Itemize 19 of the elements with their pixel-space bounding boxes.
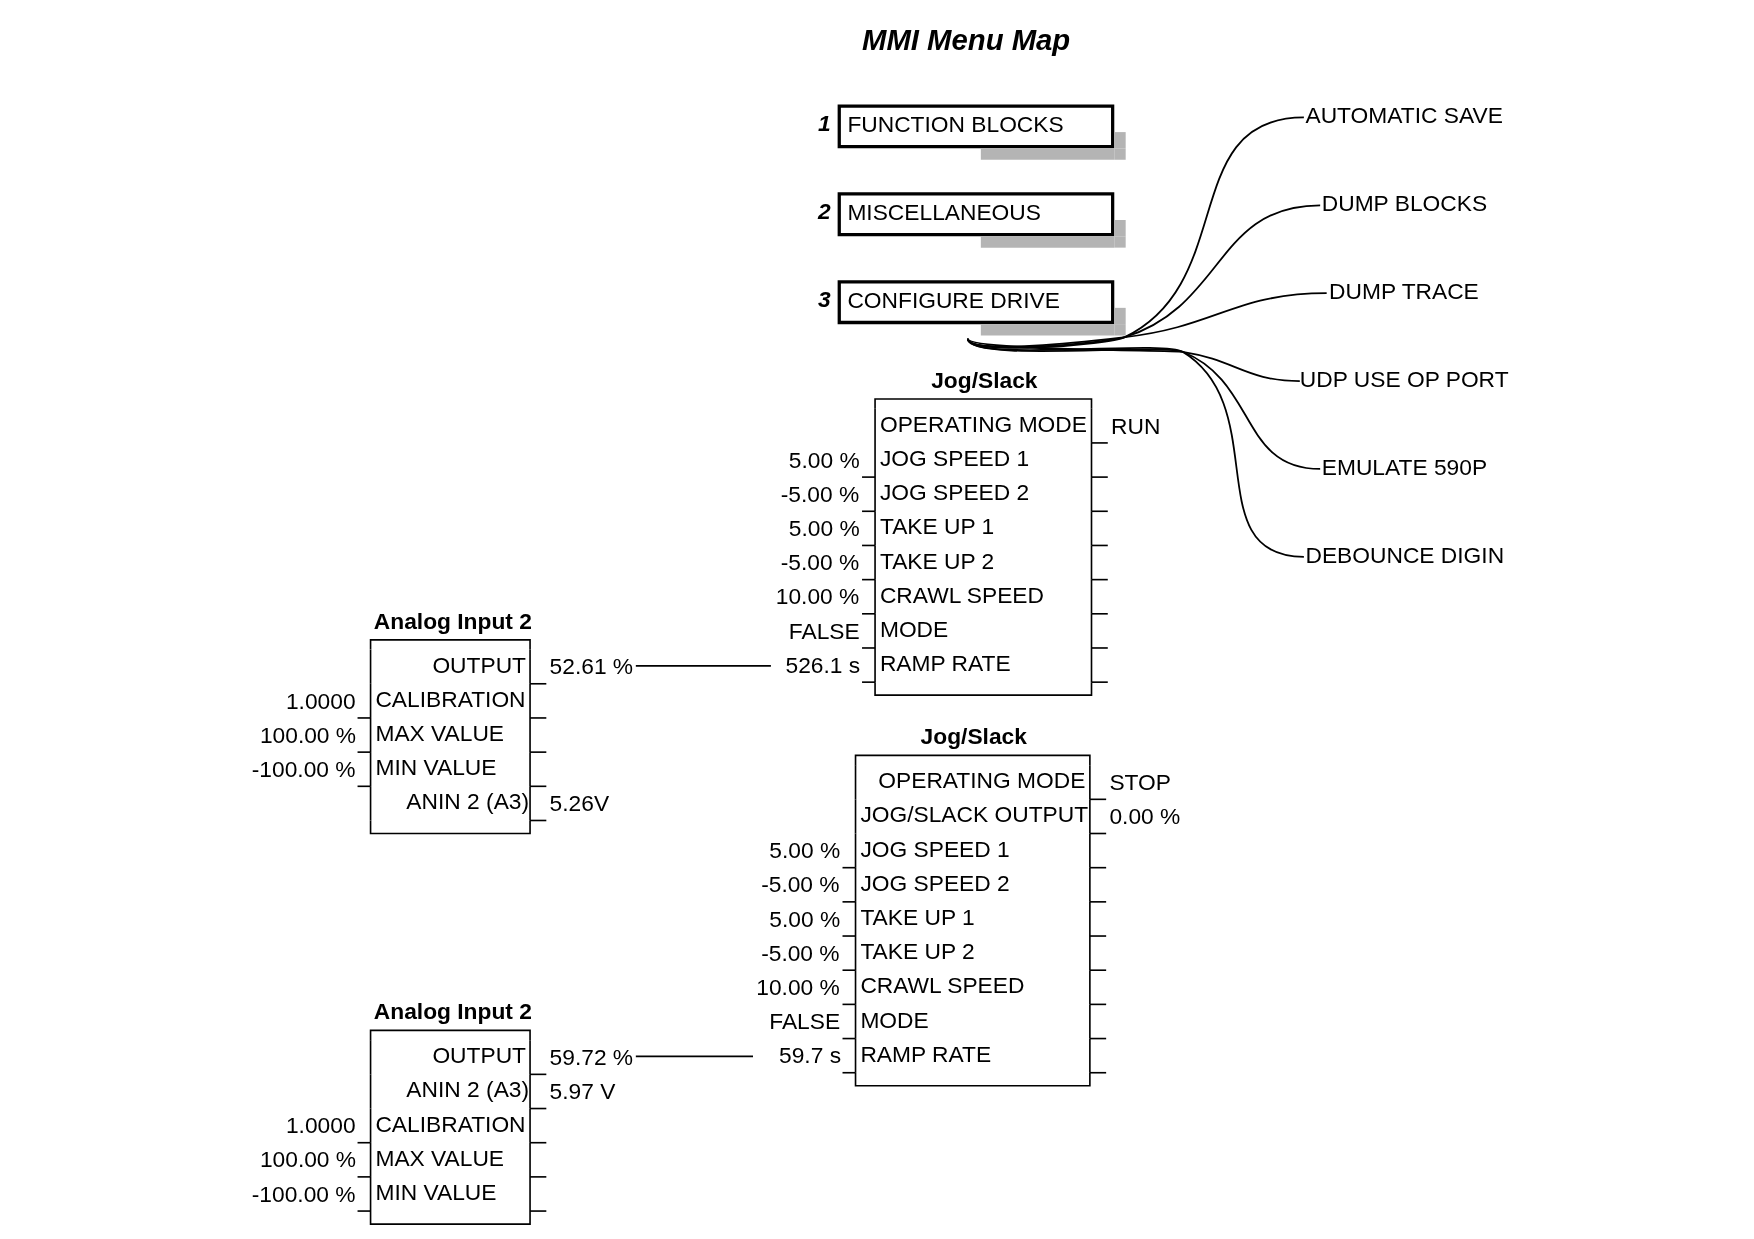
node-text: Jog/Slack OPERATING MODE STOP JOG/SLACK OUTPUT 0.00 % 5.00 % JOG SPEED 1 -5.00 % JOG SPEED 2 5.00 % TAKE UP 1 -5.00 % TAKE UP 2 10.00 % CRAWL SPEED FALSE MODE 59.7 s RAMP RATE [755,723,1180,1069]
node-text: Analog Input 2 OUTPUT 52.61 % 1.0000 CALIBRATION 100.00 % MAX VALUE -100.00 % MIN VALUE ANIN 2 (A3) 5.26V [251,607,633,817]
node-text: DUMP BLOCKS [1321,190,1487,217]
connector [634,665,772,667]
connector [634,1055,754,1058]
node-text: EMULATE 590P [1321,453,1487,480]
label: MMI Menu Map [861,22,1070,56]
node-label: 2 [817,197,831,224]
node-text: DEBOUNCE DIGIN [1305,541,1504,568]
connector [966,337,1305,558]
connector [966,337,1301,382]
node-text: Analog Input 2 OUTPUT 59.72 % ANIN 2 (A3) 5.97 V 1.0000 CALIBRATION 100.00 % MAX VALUE -100.00 % MIN VALUE [251,998,633,1207]
node-text: DUMP TRACE [1328,278,1479,305]
node-label: 1 [817,109,831,136]
node-text: AUTOMATIC SAVE [1305,102,1503,129]
node-text: Jog/Slack OPERATING MODE RUN 5.00 % JOG SPEED 1 -5.00 % JOG SPEED 2 5.00 % TAKE UP 1 -5.00 % TAKE UP 2 10.00 % CRAWL SPEED FALSE MODE 526.1 s RAMP RATE [775,366,1160,678]
node-label: 3 [817,285,831,312]
node-text: UDP USE OP PORT [1299,366,1509,393]
connector [966,337,1321,470]
